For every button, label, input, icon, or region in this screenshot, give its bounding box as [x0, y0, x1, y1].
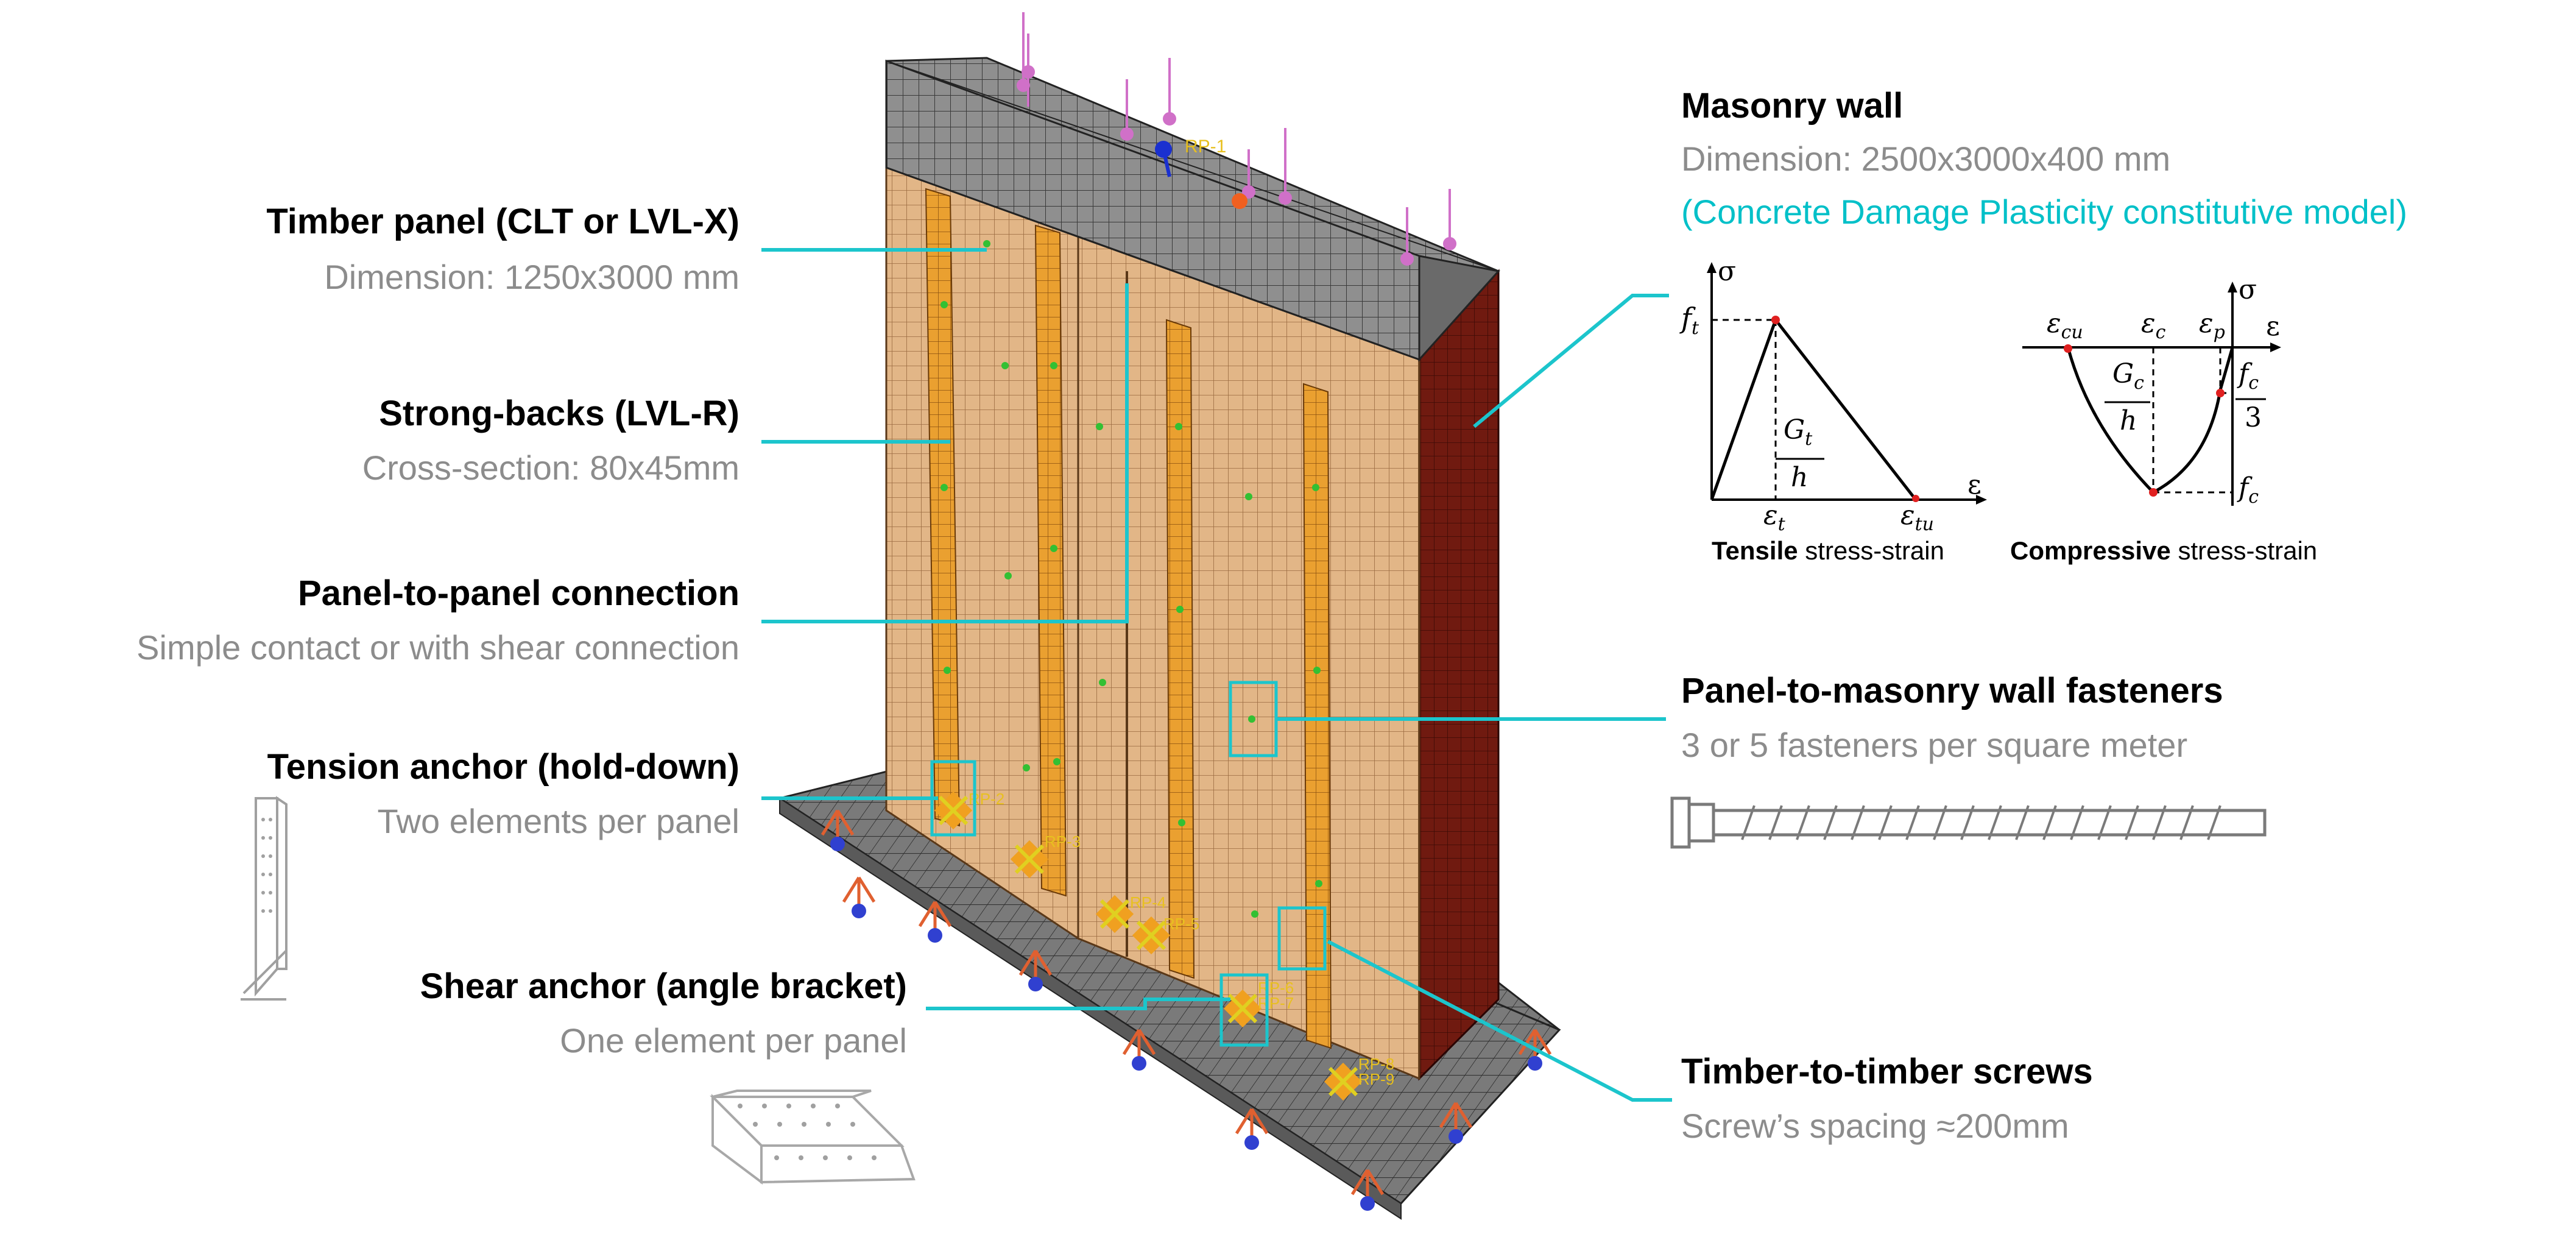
- compressive-eps-cu-label: εcu: [2047, 308, 2083, 343]
- svg-text:RP-3: RP-3: [1045, 832, 1081, 851]
- strong-backs-title: Strong-backs (LVL-R): [379, 394, 739, 433]
- compressive-eps-cu-symbol: ε: [2047, 308, 2061, 339]
- compressive-eps-p-label: εp: [2199, 308, 2225, 343]
- tensile-caption: Tensile stress-strain: [1712, 536, 1944, 565]
- compressive-third-f: f: [2239, 358, 2249, 389]
- panel-to-panel-title: Panel-to-panel connection: [297, 573, 739, 613]
- shear-anchor-description: One element per panel: [560, 1021, 907, 1060]
- svg-text:RP-4: RP-4: [1130, 893, 1166, 912]
- compressive-peak-f: f: [2239, 472, 2249, 503]
- masonry-wall-dimension: Dimension: 2500x3000x400 mm: [1681, 140, 2171, 178]
- tensile-x-axis-label: ε: [1967, 469, 1981, 500]
- compressive-peak-f-sub: c: [2248, 486, 2259, 508]
- tensile-peak-point: [1771, 316, 1780, 324]
- tensile-ultimate-point: [1912, 495, 1919, 502]
- fasteners-title: Panel-to-masonry wall fasteners: [1681, 671, 2223, 711]
- tensile-strain-at-peak-label: εt: [1763, 500, 1785, 535]
- compressive-caption-bold: Compressive: [2010, 536, 2171, 565]
- tensile-energy-g-sub: t: [1805, 428, 1813, 450]
- compressive-third-f-sub: c: [2248, 372, 2259, 394]
- timber-panel-dimension: Dimension: 1250x3000 mm: [324, 258, 739, 296]
- masonry-wall-title: Masonry wall: [1681, 86, 1904, 126]
- hold-down-drawing: [241, 796, 288, 1001]
- tensile-strain-subscript: t: [1777, 513, 1785, 535]
- svg-text:RP-9: RP-9: [1358, 1070, 1394, 1088]
- timber-panel-right: [1077, 230, 1420, 1080]
- load-arrows: [1017, 12, 1456, 266]
- compressive-eps-p-symbol: ε: [2199, 308, 2214, 339]
- fasteners-description: 3 or 5 fasteners per square meter: [1681, 726, 2188, 764]
- masonry-wall-model: (Concrete Damage Plasticity constitutive…: [1681, 193, 2408, 231]
- svg-text:RP-8: RP-8: [1358, 1055, 1394, 1073]
- tensile-ultimate-strain-label: εtu: [1900, 500, 1934, 535]
- angle-bracket-drawing: [710, 1090, 916, 1185]
- svg-text:RP-6: RP-6: [1258, 979, 1294, 997]
- svg-text:RP-5: RP-5: [1163, 915, 1199, 933]
- compressive-peak-point: [2149, 488, 2158, 497]
- tensile-chart: [1707, 262, 1987, 505]
- compressive-eps-cu-sub: cu: [2061, 321, 2083, 343]
- compressive-caption: Compressive stress-strain: [2010, 536, 2317, 565]
- panel-to-panel-description: Simple contact or with shear connection: [136, 628, 739, 667]
- fastener-screw-drawing: [1670, 796, 2267, 849]
- tensile-ultimate-symbol: ε: [1900, 500, 1915, 531]
- leader-lines: [761, 248, 1672, 1102]
- compressive-peak-label: fc: [2239, 472, 2259, 508]
- compressive-eps-c-label: εc: [2141, 308, 2165, 343]
- compressive-energy-g: G: [2112, 358, 2134, 389]
- compressive-x-axis-label: ε: [2266, 311, 2280, 342]
- tensile-caption-bold: Tensile: [1712, 536, 1798, 565]
- rp-labels: RP-2 RP-3 RP-4 RP-5 RP-6 RP-7 RP-8 RP-9: [969, 790, 1394, 1088]
- compressive-third-point: [2216, 389, 2225, 397]
- fastener-dots: [940, 240, 1322, 918]
- svg-text:RP-1: RP-1: [1185, 136, 1226, 157]
- tensile-peak-symbol: f: [1681, 302, 1692, 335]
- screws-description: Screw’s spacing ≈200mm: [1681, 1107, 2069, 1145]
- compressive-energy-g-sub: c: [2134, 372, 2144, 394]
- tensile-caption-rest: stress-strain: [1798, 536, 1944, 565]
- tensile-y-axis-label: σ: [1718, 256, 1737, 287]
- tensile-energy-numerator: Gt: [1784, 414, 1812, 450]
- tension-anchor-description: Two elements per panel: [377, 802, 739, 840]
- tensile-strain-symbol: ε: [1763, 500, 1778, 531]
- compressive-caption-rest: stress-strain: [2170, 536, 2318, 565]
- compressive-chart: [2022, 282, 2281, 506]
- strong-backs-cross-section: Cross-section: 80x45mm: [362, 448, 739, 487]
- shear-anchor-title: Shear anchor (angle bracket): [420, 966, 907, 1006]
- anchor-markers: [934, 791, 1363, 1101]
- tensile-curve: [1710, 316, 1917, 501]
- compressive-eps-c-sub: c: [2155, 321, 2166, 343]
- masonry-wall-side: [1418, 269, 1500, 1081]
- compressive-third-numerator: fc: [2239, 358, 2259, 394]
- compressive-eps-p-sub: p: [2213, 321, 2225, 343]
- compressive-y-axis-label: σ: [2239, 274, 2257, 305]
- masonry-wall-top: [885, 57, 1500, 362]
- svg-text:RP-7: RP-7: [1258, 994, 1294, 1012]
- timber-panel-title: Timber panel (CLT or LVL-X): [266, 202, 739, 241]
- tensile-ultimate-subscript: tu: [1914, 513, 1935, 535]
- reference-point-top: RP-1: [1155, 136, 1247, 209]
- compressive-eps-c-symbol: ε: [2141, 308, 2156, 339]
- compressive-energy-denominator: h: [2120, 405, 2137, 436]
- strong-backs: [925, 188, 1332, 1049]
- screws-title: Timber-to-timber screws: [1681, 1052, 2093, 1091]
- compressive-third-denominator: 3: [2245, 402, 2262, 433]
- compressive-curve: [2066, 347, 2234, 495]
- tensile-peak-label: ft: [1681, 302, 1699, 339]
- tensile-energy-g: G: [1784, 414, 1805, 445]
- compressive-eps-cu-point: [2064, 344, 2072, 353]
- compressive-energy-numerator: Gc: [2112, 358, 2144, 394]
- tension-anchor-title: Tension anchor (hold-down): [267, 747, 739, 787]
- boundary-supports: [820, 809, 1552, 1211]
- tensile-energy-denominator: h: [1791, 462, 1808, 493]
- tensile-peak-subscript: t: [1692, 317, 1699, 339]
